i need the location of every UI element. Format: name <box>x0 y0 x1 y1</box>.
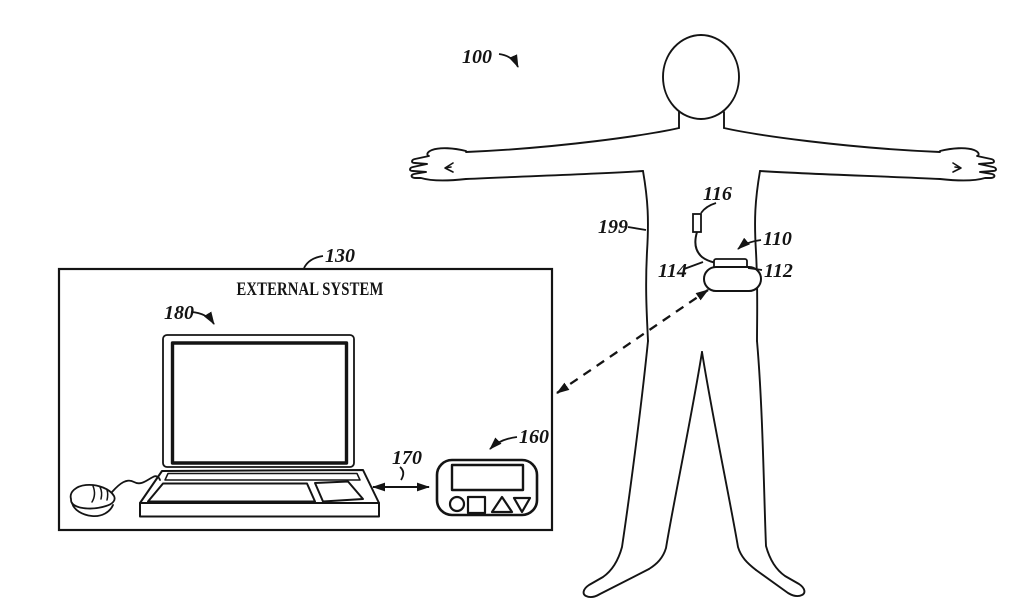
leader-arrow-100 <box>498 53 519 68</box>
lead-wire <box>694 231 717 264</box>
torso-left <box>642 170 649 342</box>
head <box>662 34 740 120</box>
label-170: 170 <box>392 447 422 469</box>
laptop-screen <box>170 341 349 465</box>
leg-right-inner <box>701 351 757 571</box>
laptop-touchpad <box>314 480 364 503</box>
leg-right-outer-and-foot <box>755 340 806 597</box>
label-199: 199 <box>598 216 628 238</box>
leg-left-outer-and-foot <box>582 340 650 598</box>
leader-arrow-160 <box>489 436 518 450</box>
leader-arrow-180 <box>190 311 215 325</box>
external-system-border <box>57 267 554 532</box>
hand-right <box>939 147 997 182</box>
programmer-display <box>450 463 525 492</box>
palm-mark-left <box>444 162 454 173</box>
mouse-side-rim <box>71 502 114 518</box>
label-130: 130 <box>325 245 355 267</box>
electrode <box>692 213 702 233</box>
label-160: 160 <box>519 426 549 448</box>
laptop-keyboard <box>147 482 316 503</box>
palm-mark-right <box>952 162 962 173</box>
label-110: 110 <box>763 228 792 250</box>
mouse-button-seam <box>91 485 96 503</box>
arm-top-right <box>723 127 941 153</box>
label-100: 100 <box>462 46 492 68</box>
laptop-hinge-strip <box>164 472 361 481</box>
leg-left-inner <box>648 351 703 570</box>
arm-bottom-left <box>465 170 644 180</box>
programmer-button-triangle-down <box>512 496 532 514</box>
reference-labels: 100 199 116 110 114 112 130 180 170 160 <box>164 46 793 481</box>
laptop-base-front <box>139 502 380 518</box>
hand-left <box>409 147 467 182</box>
laptop <box>139 334 380 518</box>
programmer-button-circle <box>448 495 466 513</box>
mouse-button-divider-1 <box>99 486 103 500</box>
telemetry-link-dashed-arrow <box>556 289 709 394</box>
arm-top-left <box>465 127 680 153</box>
label-112: 112 <box>764 260 793 282</box>
programmer-button-triangle-up <box>490 495 514 514</box>
leader-130 <box>303 255 324 269</box>
label-116: 116 <box>703 183 732 205</box>
leader-112 <box>747 267 763 271</box>
programmer-button-square <box>466 495 487 515</box>
device-can <box>703 266 762 292</box>
leader-199 <box>627 226 647 231</box>
implant-assembly <box>692 213 762 292</box>
label-180: 180 <box>164 302 194 324</box>
programmer-device <box>435 458 539 517</box>
external-system-title: EXTERNAL SYSTEM <box>237 279 384 300</box>
mouse-button-divider-2 <box>106 489 109 501</box>
torso-right <box>754 170 761 342</box>
leader-114 <box>683 261 704 270</box>
leader-116 <box>700 202 717 214</box>
external-system-box: EXTERNAL SYSTEM <box>57 267 554 532</box>
label-114: 114 <box>658 260 687 282</box>
leader-arrow-110 <box>737 237 762 250</box>
arm-bottom-right <box>759 170 941 180</box>
leader-170 <box>399 466 405 481</box>
mouse <box>69 475 161 518</box>
mouse-cable <box>111 475 161 493</box>
